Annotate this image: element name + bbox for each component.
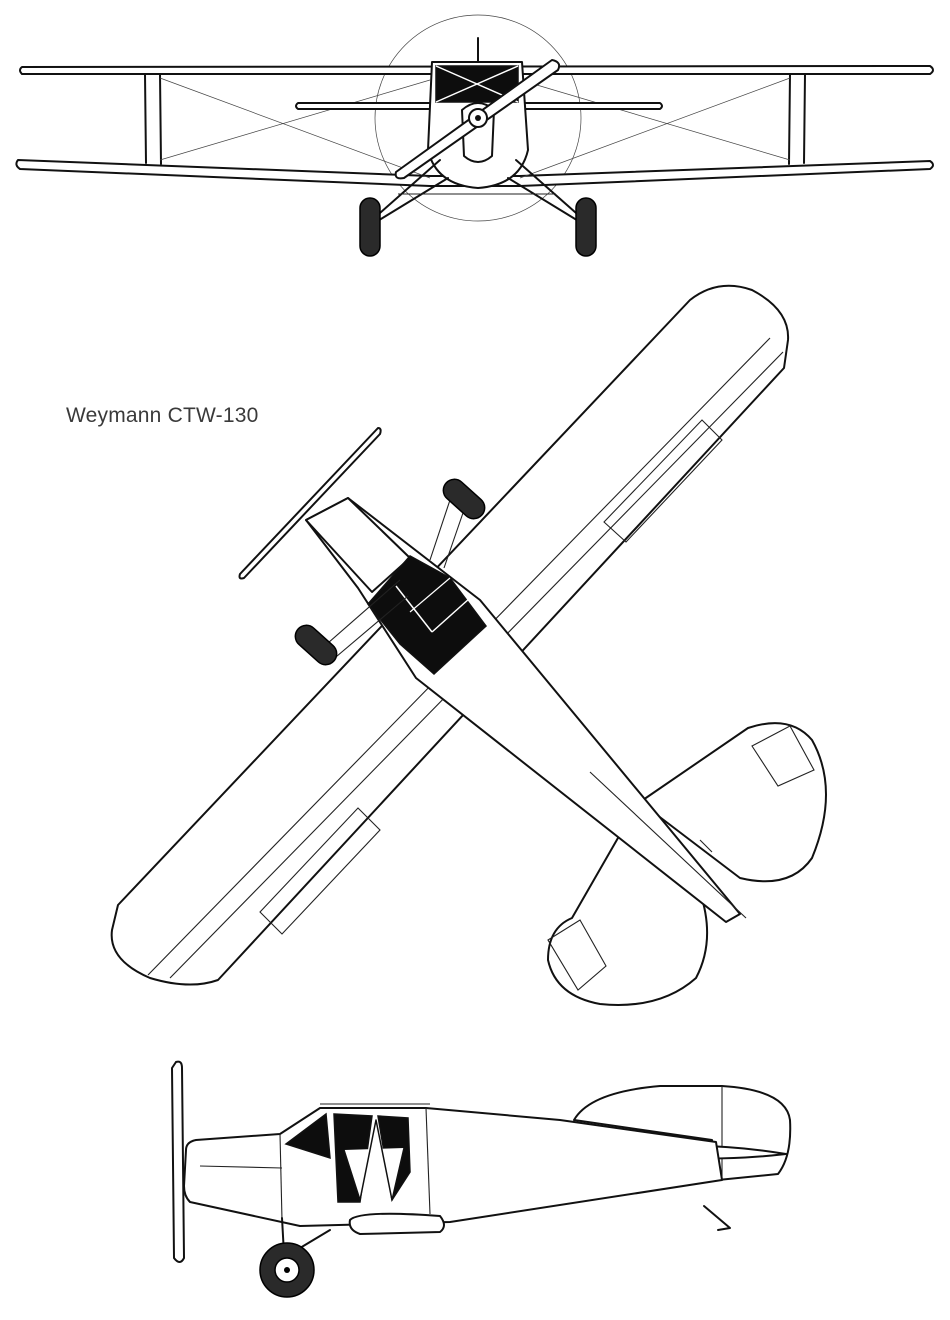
top-view [110,284,827,1006]
aileron-left [259,807,381,935]
right-wheel [575,197,597,257]
front-view [15,14,934,257]
cabin-windows [367,555,488,676]
top-propeller [238,427,382,580]
side-windows [284,1112,331,1160]
left-wheel [359,197,381,257]
tailplane [639,722,827,883]
aircraft-title: Weymann CTW-130 [66,404,259,427]
side-view [171,1060,792,1298]
side-propeller [171,1060,185,1263]
aileron-right [603,419,723,543]
propeller-arc [374,14,582,222]
